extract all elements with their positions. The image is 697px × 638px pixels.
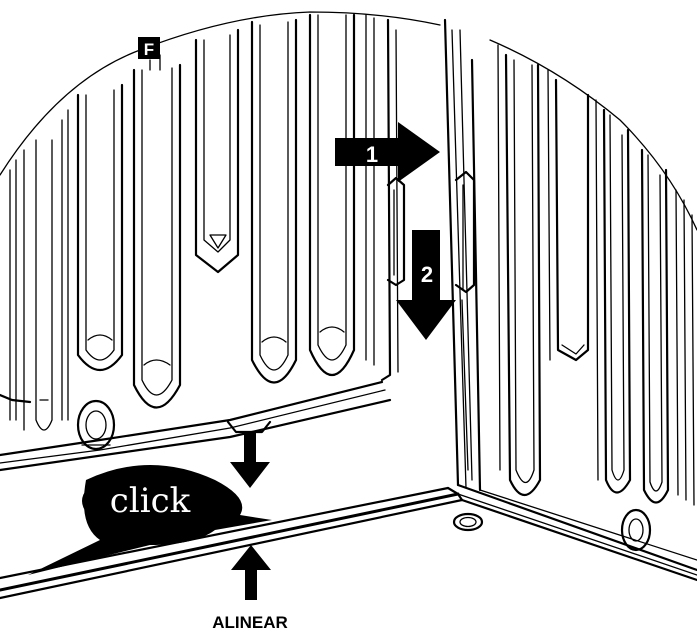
panel-label-box: F [138,37,160,59]
step-1-arrow: 1 [335,122,440,182]
right-ribs [497,44,695,506]
align-caption: ALINEAR [212,613,288,632]
click-callout: click [28,465,272,575]
step-1-label: 1 [366,142,378,167]
left-screw-boss [76,399,116,451]
click-text: click [110,481,191,521]
step-2-label: 2 [421,262,433,287]
down-arrow [230,432,270,488]
up-arrow [231,545,271,600]
panel-label: F [144,40,154,59]
step-2-arrow: 2 [396,230,456,340]
left-ribs [9,13,375,431]
left-housing [0,11,441,472]
right-housing [443,18,697,572]
base-screw-hole [452,512,484,532]
